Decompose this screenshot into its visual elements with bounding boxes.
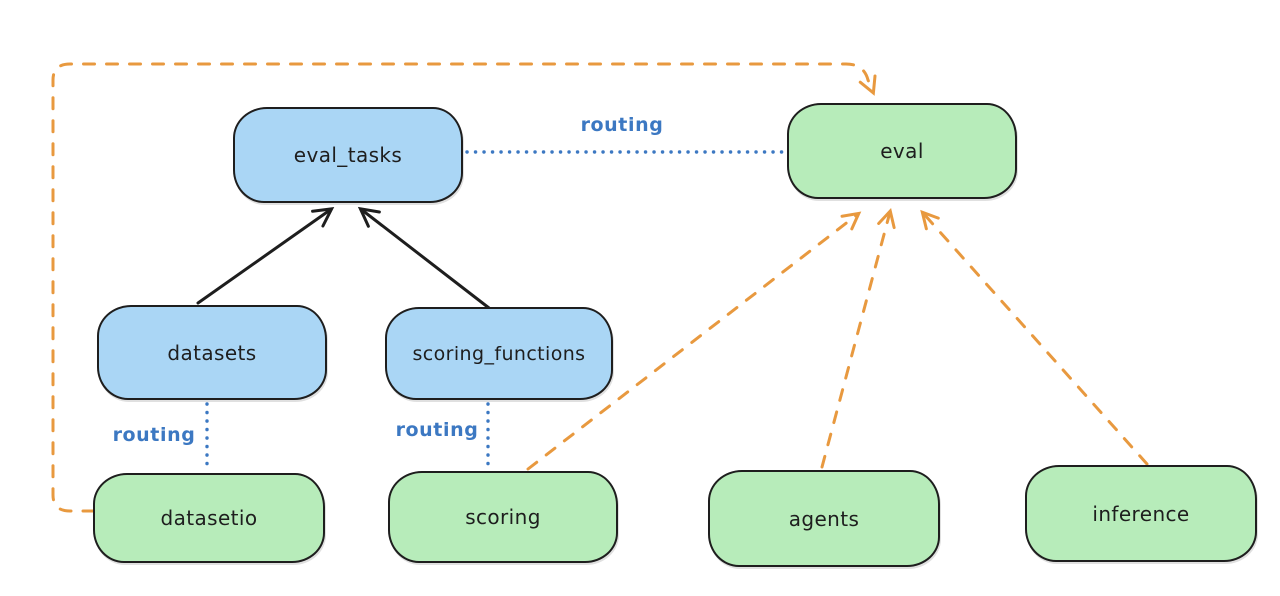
edge-scoring-to-eval [526, 211, 862, 471]
node-datasets: datasets [97, 305, 327, 400]
node-eval-label: eval [880, 139, 924, 163]
edge-agents-to-eval [820, 207, 896, 469]
routing-label-eval-tasks-eval: routing [580, 114, 664, 136]
node-datasetio-label: datasetio [160, 506, 258, 530]
node-scoring-functions: scoring_functions [385, 307, 613, 400]
node-eval: eval [787, 103, 1017, 199]
routing-label-scoring-functions-scoring: routing [395, 419, 479, 441]
edge-inference-to-eval [920, 209, 1149, 466]
edge-scoring-functions-to-eval-tasks [357, 206, 491, 310]
node-inference: inference [1025, 465, 1257, 562]
edge-datasets-to-eval-tasks [196, 207, 335, 305]
routing-label-datasets-datasetio: routing [112, 424, 196, 446]
node-agents-label: agents [788, 506, 860, 531]
node-scoring-label: scoring [465, 505, 541, 529]
node-datasetio: datasetio [93, 473, 325, 563]
node-datasets-label: datasets [167, 340, 257, 365]
node-agents: agents [708, 470, 940, 567]
node-scoring-functions-label: scoring_functions [412, 342, 586, 365]
node-inference-label: inference [1092, 501, 1190, 526]
node-scoring: scoring [388, 471, 618, 563]
node-eval-tasks: eval_tasks [233, 107, 463, 203]
node-eval-tasks-label: eval_tasks [293, 143, 403, 167]
